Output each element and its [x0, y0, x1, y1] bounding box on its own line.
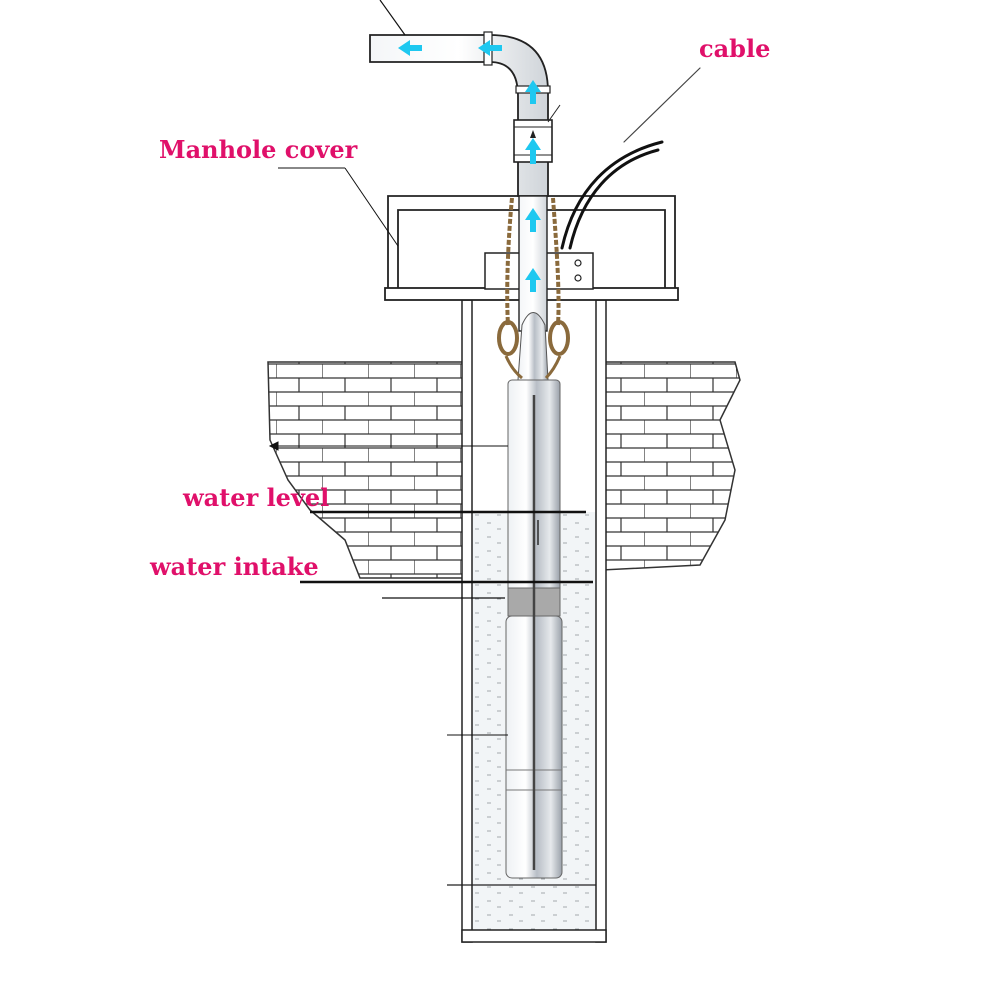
- submersible-pump: [497, 312, 570, 879]
- flow-arrow-icon: [398, 40, 422, 56]
- well-outer-left-wall: [461, 299, 473, 943]
- ground-right: [601, 361, 741, 571]
- flow-arrows: [398, 40, 541, 292]
- flow-arrow-icon: [478, 40, 502, 56]
- rope-knot-icon: [497, 320, 570, 380]
- ground-left: [267, 361, 466, 579]
- water-level-label: water level: [183, 483, 330, 512]
- flow-arrow-icon: [525, 138, 541, 164]
- well-outer-right-wall: [595, 299, 607, 943]
- safety-ropes: [505, 197, 561, 326]
- flow-arrow-icon: [525, 208, 541, 232]
- cable-label: cable: [699, 34, 771, 63]
- ground-brick-wall: [267, 361, 741, 579]
- flow-arrow-icon: [525, 268, 541, 292]
- manhole-cover-label: Manhole cover: [159, 135, 358, 164]
- well-bottom: [461, 929, 607, 943]
- water-intake-label: water intake: [150, 552, 319, 581]
- power-cable: [560, 67, 701, 250]
- reference-lines: [268, 0, 593, 736]
- flow-arrow-icon: [525, 80, 541, 104]
